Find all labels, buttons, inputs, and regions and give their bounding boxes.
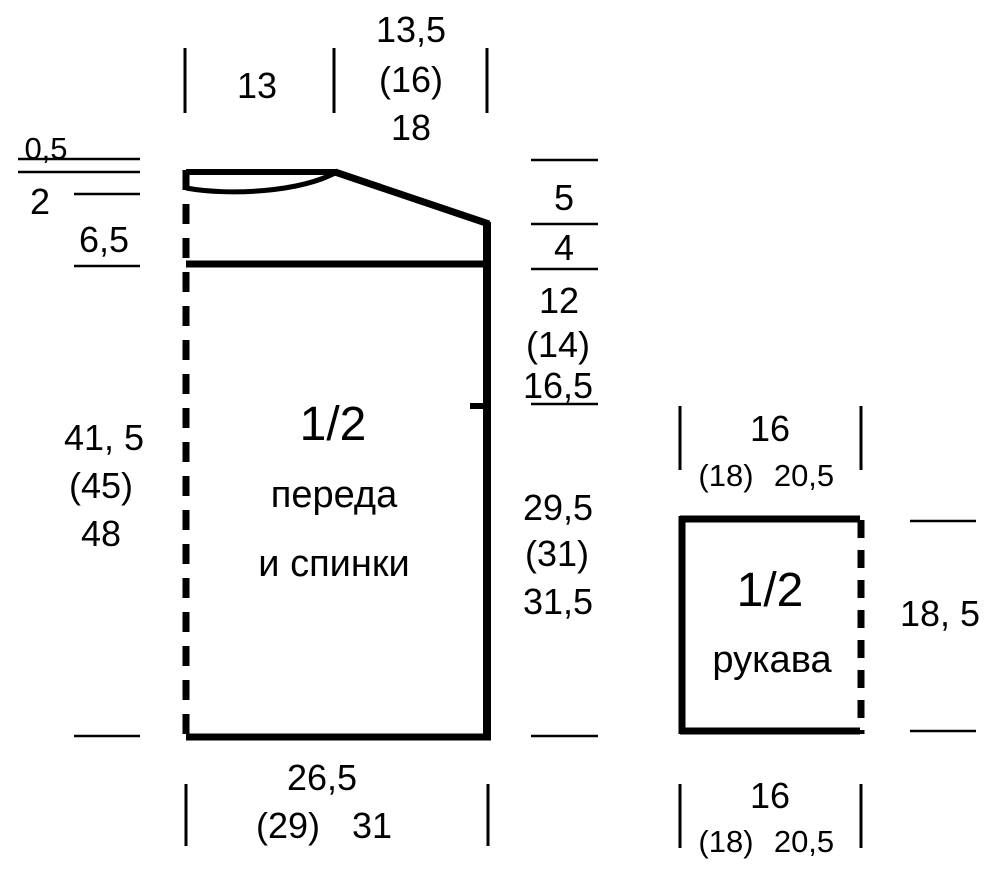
body-neck-curve: [185, 169, 339, 195]
dim-right-top-2: 4: [554, 227, 574, 268]
body-label-line2: и спинки: [258, 543, 409, 585]
sleeve-dim-bottom-1: 16: [750, 775, 790, 816]
dim-right-side-2: (31): [525, 533, 589, 574]
sleeve-dim-top-1: 16: [750, 408, 790, 449]
dim-right-side-1: 29,5: [523, 487, 593, 528]
dim-bottom-1: 26,5: [287, 757, 357, 798]
sleeve-label: рукава: [712, 639, 832, 681]
dim-top-left: 13: [237, 65, 277, 106]
dim-bottom-2: (29): [256, 805, 320, 846]
dim-top-right-3: 18: [391, 107, 431, 148]
sleeve-dim-bottom-2: (18): [698, 824, 753, 859]
dim-bottom-3: 31: [352, 805, 392, 846]
body-shoulder-line: [333, 168, 491, 228]
dim-right-top-1: 5: [554, 177, 574, 218]
sleeve-title: 1/2: [737, 564, 804, 617]
sleeve-dim-top-3: 20,5: [774, 458, 834, 493]
sleeve-piece: [678, 515, 865, 735]
sleeve-dim-height: 18, 5: [900, 593, 980, 634]
dim-left-height-2: (45): [69, 465, 133, 506]
dim-left-b: 2: [30, 181, 50, 222]
dim-left-c: 6,5: [79, 219, 129, 260]
body-title: 1/2: [300, 398, 367, 451]
dimension-ticks: [18, 48, 976, 848]
dim-right-armhole-1: 12: [539, 280, 579, 321]
sleeve-dim-top-2: (18): [698, 458, 753, 493]
dim-top-right-2: (16): [379, 59, 443, 100]
dim-left-a: 0,5: [24, 131, 67, 166]
dim-right-armhole-2: (14): [526, 324, 590, 365]
dim-left-height-3: 48: [81, 513, 121, 554]
dim-right-armhole-3: 16,5: [523, 365, 593, 406]
body-label-line1: переда: [271, 474, 398, 516]
body-piece: [182, 168, 491, 741]
dim-right-side-3: 31,5: [523, 581, 593, 622]
dim-left-height-1: 41, 5: [64, 417, 144, 458]
sleeve-dim-bottom-3: 20,5: [774, 824, 834, 859]
dim-top-right-1: 13,5: [376, 9, 446, 50]
